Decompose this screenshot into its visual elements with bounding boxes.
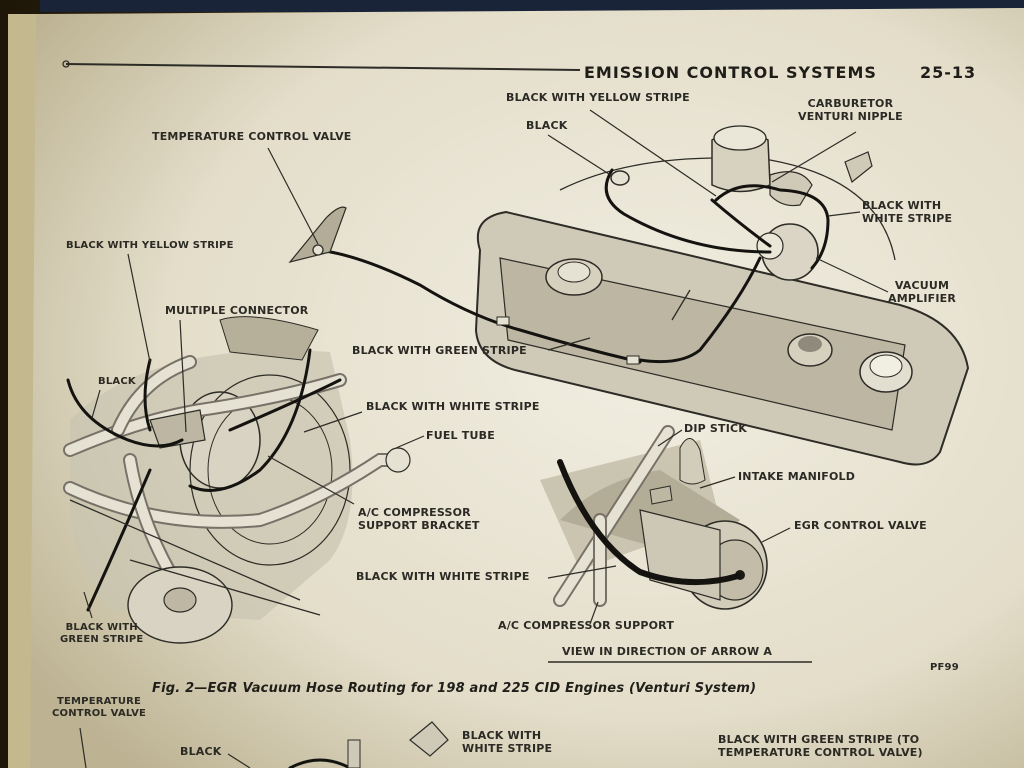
label-line: BLACK WITH: [65, 622, 138, 633]
label-black-with-green-stripe-bottom-left: BLACK WITH GREEN STRIPE: [60, 622, 143, 645]
header-rule: [65, 63, 581, 71]
label-black-with-white-stripe-bottom: BLACK WITH WHITE STRIPE: [356, 570, 530, 583]
front-engine-illustration: [63, 316, 411, 644]
egr-valve-illustration: [540, 425, 768, 610]
label-line: BLACK WITH GREEN STRIPE (TO: [718, 733, 920, 746]
next-figure-partial: [79, 721, 449, 768]
label-black-with-white-stripe-right: BLACK WITH WHITE STRIPE: [862, 199, 953, 225]
label-line: SUPPORT BRACKET: [358, 518, 480, 532]
label-line: TEMPERATURE CONTROL VALVE): [718, 745, 923, 759]
label-black-with-yellow-stripe-top: BLACK WITH YELLOW STRIPE: [506, 91, 690, 104]
label-line: CONTROL VALVE: [52, 707, 147, 719]
figure-code: PF99: [930, 662, 959, 673]
next-label-black-with-white-stripe: BLACK WITH WHITE STRIPE: [462, 729, 553, 755]
label-ac-compressor-support-bracket: A/C COMPRESSOR SUPPORT BRACKET: [358, 506, 480, 532]
label-line: BLACK WITH: [862, 199, 942, 212]
next-label-black: BLACK: [180, 745, 222, 758]
label-line: VENTURI NIPPLE: [798, 109, 903, 123]
label-black-top: BLACK: [526, 119, 568, 132]
label-egr-control-valve: EGR CONTROL VALVE: [794, 519, 927, 532]
top-dark-strip: [40, 0, 1024, 12]
page-number: 25-13: [920, 63, 977, 82]
label-intake-manifold: INTAKE MANIFOLD: [738, 470, 856, 483]
label-line: TEMPERATURE: [56, 696, 142, 707]
label-line: GREEN STRIPE: [60, 633, 144, 645]
label-line: WHITE STRIPE: [862, 211, 953, 225]
label-view-direction: VIEW IN DIRECTION OF ARROW A: [562, 645, 773, 658]
label-dip-stick: DIP STICK: [684, 422, 748, 435]
label-line: AMPLIFIER: [888, 291, 957, 305]
label-ac-compressor-support: A/C COMPRESSOR SUPPORT: [498, 619, 675, 632]
label-line: CARBURETOR: [807, 97, 894, 110]
label-line: A/C COMPRESSOR: [358, 506, 471, 519]
valve-cover-illustration: [288, 125, 970, 466]
figure-caption: Fig. 2—EGR Vacuum Hose Routing for 198 a…: [152, 681, 757, 696]
label-line: WHITE STRIPE: [462, 741, 553, 755]
section-title: EMISSION CONTROL SYSTEMS: [584, 63, 877, 82]
next-label-black-with-green-stripe-to: BLACK WITH GREEN STRIPE (TO TEMPERATURE …: [718, 733, 923, 759]
label-black-with-white-stripe-mid: BLACK WITH WHITE STRIPE: [366, 400, 540, 413]
next-label-temperature-control-valve: TEMPERATURE CONTROL VALVE: [52, 696, 146, 719]
label-line: VACUUM: [894, 279, 950, 292]
label-multiple-connector: MULTIPLE CONNECTOR: [165, 304, 309, 317]
label-carburetor-venturi-nipple: CARBURETOR VENTURI NIPPLE: [798, 97, 903, 123]
label-vacuum-amplifier: VACUUM AMPLIFIER: [888, 279, 957, 305]
label-black-with-yellow-stripe-left: BLACK WITH YELLOW STRIPE: [66, 240, 234, 251]
leader-lines: [83, 109, 889, 625]
label-temperature-control-valve: TEMPERATURE CONTROL VALVE: [152, 130, 352, 143]
label-line: BLACK WITH: [462, 729, 542, 742]
label-black-with-green-stripe: BLACK WITH GREEN STRIPE: [352, 344, 527, 357]
label-black-left: BLACK: [98, 376, 136, 387]
label-fuel-tube: FUEL TUBE: [426, 429, 495, 442]
